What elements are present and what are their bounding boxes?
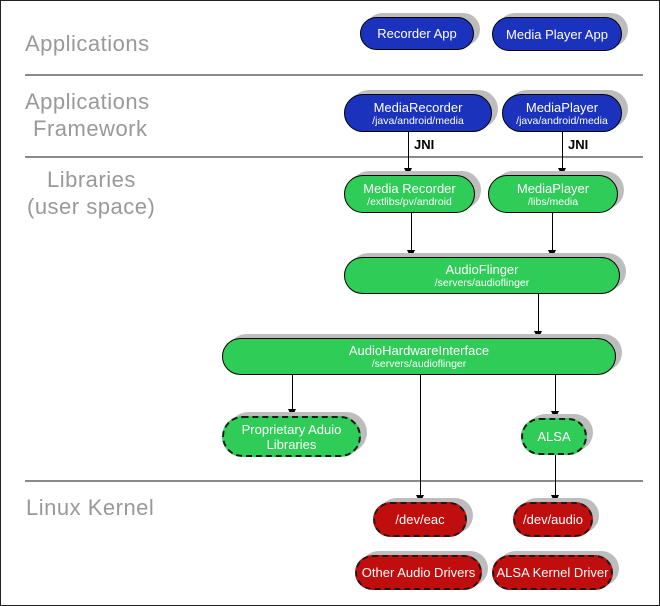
node-title: Proprietary Aduio Libraries: [241, 421, 342, 452]
node-path: /libs/media: [527, 195, 579, 208]
node-mediaplayer-library: MediaPlayer /libs/media: [488, 175, 618, 213]
jni-label-left: JNI: [414, 137, 435, 152]
node-alsa-kernel-driver: ALSA Kernel Driver: [492, 555, 613, 590]
layer-label-text-line2: (user space): [27, 194, 156, 219]
node-media-player-app: Media Player App: [492, 17, 622, 51]
node-title: Media Player App: [506, 26, 608, 42]
divider-framework-libraries: [25, 156, 643, 158]
node-title: ALSA: [537, 429, 571, 444]
node-title: Recorder App: [377, 26, 457, 41]
arrow-mediaplayer-jni: [558, 132, 567, 176]
node-title: MediaRecorder: [373, 99, 463, 115]
node-title: MediaPlayer: [525, 99, 599, 115]
arrow-ahi-to-alsa: [551, 375, 560, 419]
node-title: AudioHardwareInterface: [348, 343, 490, 358]
node-audioflinger: AudioFlinger /servers/audioflinger: [344, 257, 620, 294]
jni-label-right: JNI: [568, 137, 589, 152]
node-title: ALSA Kernel Driver: [496, 565, 609, 580]
arrow-mediarecorder-jni: [404, 132, 413, 176]
divider-applications-framework: [25, 74, 643, 76]
arrow-ahi-to-proprietary: [288, 375, 297, 417]
node-title: AudioFlinger: [445, 262, 519, 277]
arrow-alsa-to-dev-audio: [551, 455, 560, 503]
node-path: /extlibs/pv/android: [367, 195, 452, 208]
node-dev-audio: /dev/audio: [513, 502, 593, 537]
divider-libraries-kernel: [25, 480, 643, 482]
layer-label-applications: Applications: [25, 30, 150, 57]
node-path: /servers/audioflinger: [434, 277, 530, 289]
node-dev-eac: /dev/eac: [373, 502, 467, 537]
node-mediaplayer-framework: MediaPlayer /java/android/media: [502, 94, 622, 132]
layer-label-text: Linux Kernel: [26, 495, 155, 520]
arrow-mediaplayer-to-audioflinger: [548, 213, 557, 258]
node-recorder-app: Recorder App: [360, 17, 474, 50]
node-path: /java/android/media: [372, 114, 464, 127]
node-title: MediaPlayer: [516, 180, 590, 196]
arrow-mediarecorder-to-audioflinger: [407, 213, 416, 258]
layer-label-text: Applications: [25, 31, 150, 56]
node-title: Other Audio Drivers: [361, 565, 476, 580]
layer-label-text-line2: Framework: [33, 116, 148, 141]
node-path: /java/android/media: [516, 114, 608, 127]
node-title: /dev/audio: [523, 512, 583, 527]
layer-label-text-line1: Libraries: [47, 167, 136, 192]
arrow-audioflinger-to-ahi: [534, 294, 543, 339]
node-audio-hardware-interface: AudioHardwareInterface /servers/audiofli…: [222, 338, 616, 375]
arrow-ahi-to-dev-eac: [416, 375, 425, 503]
node-mediarecorder-framework: MediaRecorder /java/android/media: [344, 94, 492, 132]
node-other-audio-drivers: Other Audio Drivers: [355, 555, 482, 590]
node-title: Media Recorder: [363, 180, 456, 196]
layer-label-linux-kernel: Linux Kernel: [26, 494, 154, 521]
layer-label-libraries: Libraries (user space): [27, 166, 155, 220]
node-alsa: ALSA: [521, 418, 587, 455]
node-path: /servers/audioflinger: [371, 358, 467, 370]
node-proprietary-audio-libraries: Proprietary Aduio Libraries: [222, 416, 361, 457]
layer-label-text-line1: Applications: [25, 89, 150, 114]
node-media-recorder-library: Media Recorder /extlibs/pv/android: [344, 175, 475, 213]
layer-label-applications-framework: Applications Framework: [25, 88, 150, 142]
node-title: /dev/eac: [395, 512, 445, 527]
